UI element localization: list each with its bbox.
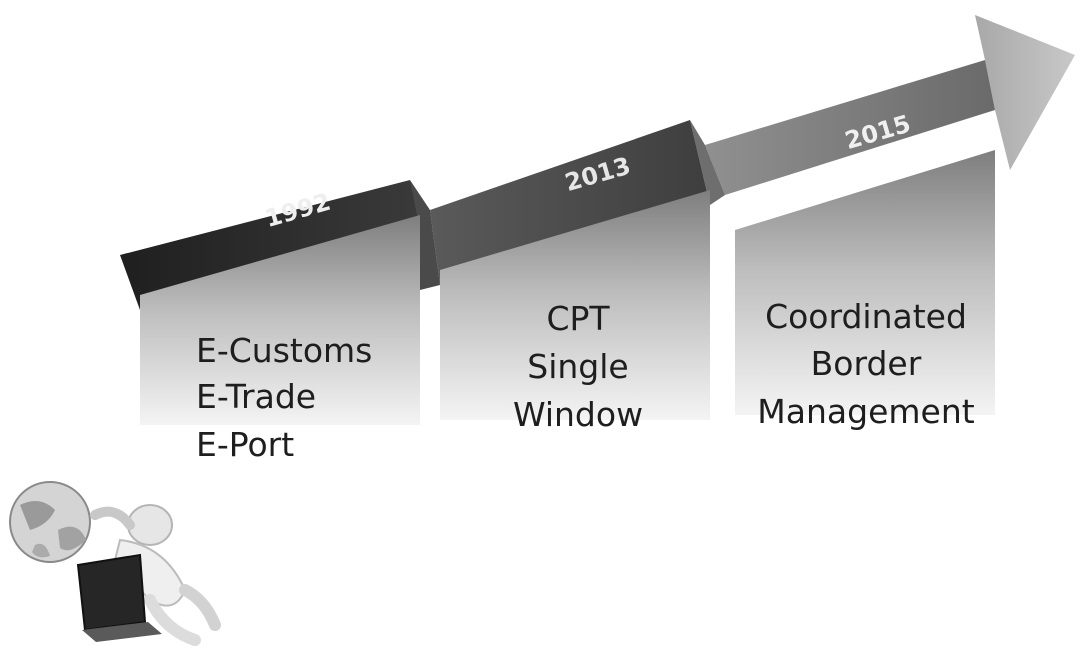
milestone-2015-line-2: Border xyxy=(811,344,922,383)
milestone-2015-line-1: Coordinated xyxy=(765,297,967,336)
figure-with-globe-and-laptop-icon xyxy=(9,481,221,646)
milestone-box-2015 xyxy=(735,150,995,415)
milestone-1992-line-3: E-Port xyxy=(196,425,294,464)
milestone-2015-line-3: Management xyxy=(757,392,974,431)
timeline-band-1992 xyxy=(120,180,420,310)
milestone-2013-line-3: Window xyxy=(513,395,643,434)
milestone-2013-line-1: CPT xyxy=(546,299,610,338)
timeline-band-2015 xyxy=(705,60,995,195)
timeline-band-2013 xyxy=(430,120,710,285)
timeline-band-step-2 xyxy=(690,120,725,205)
milestone-box-1992 xyxy=(140,215,420,425)
milestone-1992-line-2: E-Trade xyxy=(196,377,316,416)
arrow-head xyxy=(975,15,1075,170)
milestone-2013-line-2: Single xyxy=(527,347,628,386)
milestone-box-2013 xyxy=(440,190,710,420)
milestone-1992-line-1: E-Customs xyxy=(196,331,372,370)
